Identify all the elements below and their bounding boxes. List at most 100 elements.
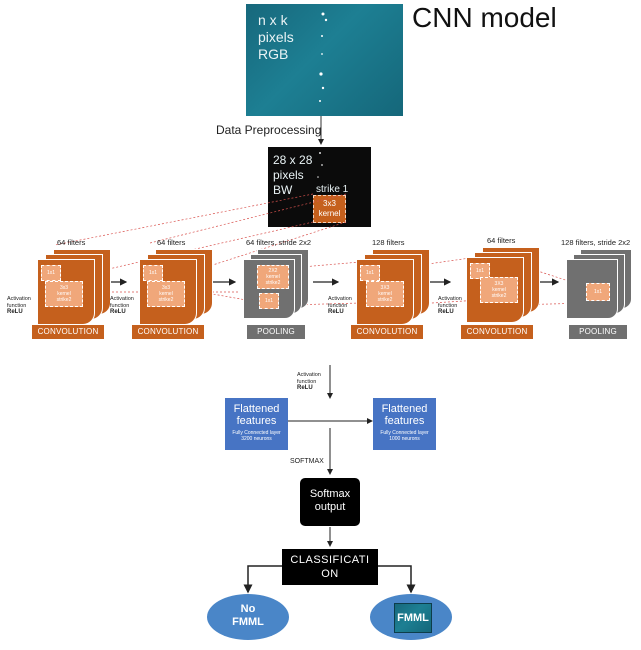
kernel-1x1: 1x1 <box>143 265 163 281</box>
layer-type-bar: POOLING <box>569 325 627 339</box>
flattened-title: Flattened <box>233 403 280 415</box>
preprocessed-image-line: 28 x 28 <box>273 153 313 167</box>
layer-filters-label: 64 filters <box>157 238 186 247</box>
activation-line: ReLU <box>297 385 313 391</box>
activation-label: Activation function ReLU <box>328 296 352 316</box>
input-image-line: n x k <box>258 12 288 28</box>
kernel-1x1: 1x1 <box>360 265 380 281</box>
layer-filters-label: 128 filters, stride 2x2 <box>561 238 631 247</box>
output-no-fmml: No FMML <box>207 594 289 640</box>
output-fmml-label: FMML <box>397 612 429 624</box>
activation-line: function <box>297 378 317 385</box>
activation-line: Activation <box>438 296 462 302</box>
kernel-1x1: 1x1 <box>586 283 610 301</box>
activation-line: function <box>110 302 130 309</box>
kernel-line: kernel <box>159 291 173 297</box>
activation-line: ReLU <box>7 309 23 315</box>
flattened-sub: 1000 neurons <box>389 436 420 442</box>
kernel-line: kernel <box>378 291 392 297</box>
diagram-title: CNN model <box>412 2 557 33</box>
activation-label: Activation function ReLU <box>297 372 321 392</box>
preprocessing-label: Data Preprocessing <box>216 123 322 137</box>
kernel-1x1: 1x1 <box>259 293 279 309</box>
activation-label: Activation function ReLU <box>7 296 31 316</box>
kernel-large: 3X3 kernel strike2 <box>366 281 404 307</box>
output-line: No <box>240 603 256 615</box>
kernel-line: strike2 <box>265 280 281 286</box>
kernel-line: kernel <box>57 291 71 297</box>
activation-label: Activation function ReLU <box>438 296 462 316</box>
activation-line: Activation <box>297 372 321 378</box>
classification-line: ON <box>321 568 339 580</box>
kernel-line: kernel <box>492 287 506 293</box>
preprocessed-specks <box>317 152 323 178</box>
activation-line: ReLU <box>110 309 126 315</box>
output-fmml-image: FMML <box>394 603 432 633</box>
kernel-large: 3x3 kernel strike2 <box>147 281 185 307</box>
kernel-box: 3x3 kernel <box>313 195 346 223</box>
flattened-sub: Fully Connected layer <box>380 430 429 436</box>
kernel-line: 2X2 <box>268 268 278 274</box>
softmax-label: SOFTMAX <box>290 458 324 465</box>
boat-specks <box>319 12 328 102</box>
kernel-line: kernel <box>318 209 341 218</box>
layer-stack-conv-3: 1x1 3X3 kernel strike2 <box>356 249 430 325</box>
layer-filters-label: 128 filters <box>372 238 405 247</box>
layer-stack-conv-2: 1x1 3x3 kernel strike2 <box>139 249 213 325</box>
input-image-line: pixels <box>258 29 294 45</box>
output-line: FMML <box>232 616 264 628</box>
kernel-1x1: 1x1 <box>41 265 61 281</box>
activation-line: Activation <box>110 296 134 302</box>
classification-line: CLASSIFICATI <box>290 554 370 566</box>
layer-filters-label: 64 filters <box>57 238 86 247</box>
preprocessed-image: 28 x 28 pixels BW strike 1 3x3 kernel <box>268 147 371 227</box>
layer-type-bar: POOLING <box>247 325 305 339</box>
flattened-title: features <box>236 415 277 427</box>
kernel-line: 3x3 <box>323 199 336 208</box>
flattened-sub: 3200 neurons <box>241 436 272 442</box>
layer-stack-pool-1: 2X2 kernel strike2 1x1 <box>243 249 309 319</box>
layer-type-bar: CONVOLUTION <box>351 325 423 339</box>
kernel-line: strike2 <box>158 297 174 303</box>
activation-line: Activation <box>328 296 352 302</box>
kernel-line: 3x3 <box>161 285 171 291</box>
flattened-features-1: Flattened features Fully Connected layer… <box>225 398 288 450</box>
kernel-line: strike2 <box>377 297 393 303</box>
strike-label: strike 1 <box>316 184 349 195</box>
layer-filters-label: 64 filters, stride 2x2 <box>246 238 312 247</box>
preprocessed-image-line: BW <box>273 183 293 197</box>
input-image-line: RGB <box>258 46 289 62</box>
kernel-line: 3x3 <box>59 285 69 291</box>
kernel-line: 3X3 <box>380 285 390 291</box>
layer-type-bar: CONVOLUTION <box>32 325 104 339</box>
activation-line: function <box>438 302 458 309</box>
activation-label: Activation function ReLU <box>110 296 134 316</box>
kernel-large: 3X3 kernel strike2 <box>480 277 518 303</box>
activation-line: function <box>7 302 27 309</box>
kernel-large: 2X2 kernel strike2 <box>257 265 289 289</box>
layer-filters-label: 64 filters <box>487 236 516 245</box>
activation-line: Activation <box>7 296 31 302</box>
softmax-line: output <box>314 501 346 513</box>
kernel-line: strike2 <box>56 297 72 303</box>
layer-stack-conv-4: 1x1 3X3 kernel strike2 <box>466 247 540 323</box>
layer-type-bar: CONVOLUTION <box>132 325 204 339</box>
layer-stack-pool-2: 1x1 <box>566 249 632 319</box>
flattened-features-2: Flattened features Fully Connected layer… <box>373 398 436 450</box>
kernel-line: strike2 <box>491 293 507 299</box>
output-fmml: FMML <box>370 594 452 640</box>
activation-line: ReLU <box>328 309 344 315</box>
softmax-output-box: Softmax output <box>300 478 360 526</box>
kernel-line: 3X3 <box>494 281 504 287</box>
classification-box: CLASSIFICATI ON <box>282 549 378 585</box>
layer-stack-conv-1: 1x1 3x3 kernel strike2 <box>37 249 111 325</box>
preprocessed-image-line: pixels <box>273 168 304 182</box>
flattened-sub: Fully Connected layer <box>232 430 281 436</box>
activation-line: ReLU <box>438 309 454 315</box>
activation-line: function <box>328 302 348 309</box>
kernel-line: kernel <box>266 274 280 280</box>
layer-type-bar: CONVOLUTION <box>461 325 533 339</box>
flattened-title: features <box>384 415 425 427</box>
softmax-line: Softmax <box>309 488 351 500</box>
kernel-large: 3x3 kernel strike2 <box>45 281 83 307</box>
